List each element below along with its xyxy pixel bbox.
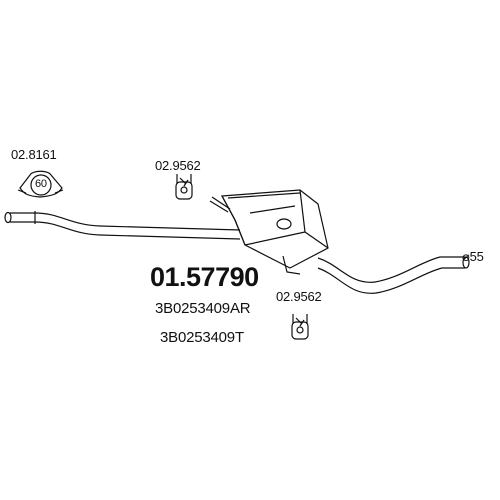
- outlet-diameter-label: ⌀55: [462, 249, 484, 264]
- front-pipe: [4, 211, 241, 240]
- rubber-hanger-icon: [291, 314, 309, 340]
- clamp-part-code: 02.8161: [11, 147, 57, 162]
- muffler-body: [209, 189, 329, 275]
- tail-pipe: [317, 256, 470, 294]
- clamp-icon: [17, 170, 64, 198]
- hanger-part-code-bottom: 02.9562: [276, 289, 322, 304]
- oem-number-1: 3B0253409AR: [155, 300, 251, 317]
- hanger-part-code-top: 02.9562: [155, 158, 201, 173]
- main-part-number: 01.57790: [150, 262, 259, 292]
- rubber-hanger-icon: [175, 174, 193, 200]
- oem-number-2: 3B0253409T: [160, 329, 244, 346]
- clamp-size-label: 60: [35, 178, 47, 190]
